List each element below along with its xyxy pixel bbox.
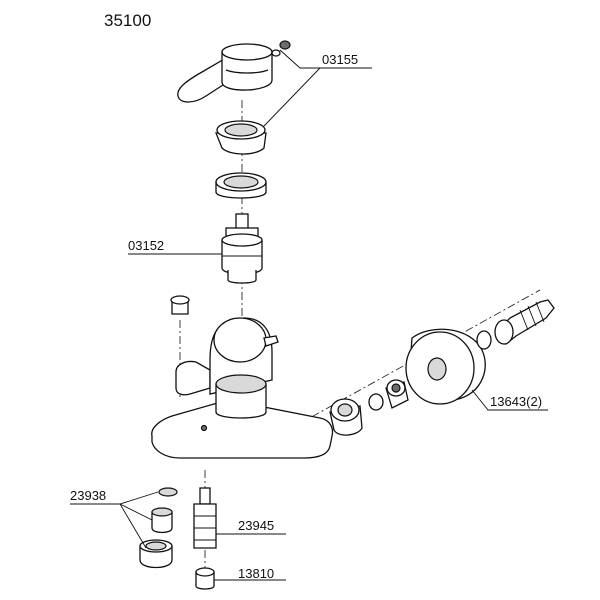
diverter	[193, 487, 217, 549]
mixer-body	[151, 317, 334, 459]
callout-cartridge: 03152	[128, 238, 164, 253]
locking-nut	[215, 172, 267, 199]
wall-flange	[405, 328, 486, 405]
plug-cap	[170, 295, 190, 315]
connector-axis-line	[269, 289, 541, 441]
model-number: 35100	[104, 11, 151, 30]
connector-o-ring	[368, 393, 384, 411]
handle-lever	[177, 43, 273, 103]
callout-aerator-set: 23938	[70, 488, 106, 503]
aerator-washer	[158, 487, 178, 497]
diverter-cap	[195, 567, 215, 590]
cartridge	[221, 213, 263, 284]
aerator-insert	[151, 507, 173, 534]
connector-nut	[329, 398, 363, 436]
leader-lines	[70, 49, 548, 581]
eccentric-connector	[494, 299, 555, 345]
eccentric-o-ring	[476, 330, 492, 350]
callout-wall-connectors: 13643(2)	[490, 394, 542, 409]
handle-screw	[271, 40, 291, 57]
callout-diverter: 23945	[238, 518, 274, 533]
callout-diverter-cap: 13810	[238, 566, 274, 581]
aerator-housing	[139, 539, 173, 569]
callout-handle-screws: 03155	[322, 52, 358, 67]
connector-fitting	[385, 379, 409, 409]
cap-ring	[215, 120, 267, 155]
